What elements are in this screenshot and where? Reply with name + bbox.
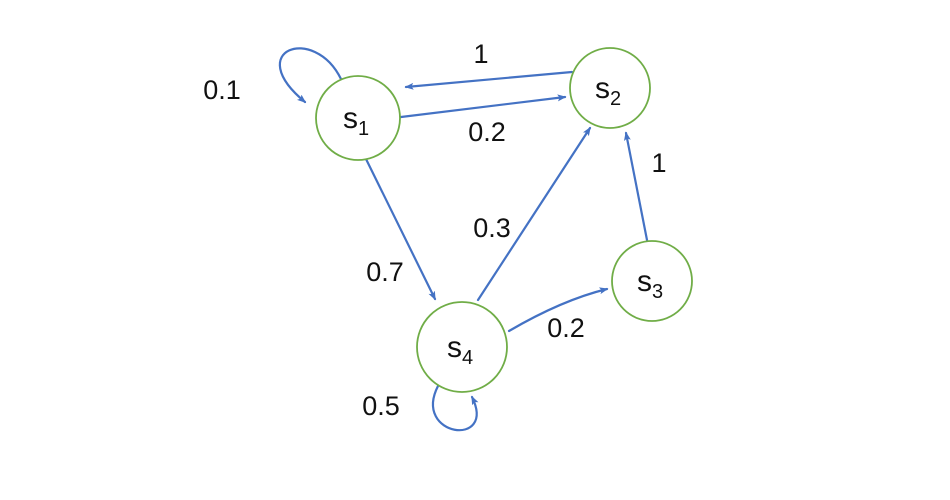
edges-layer [278, 47, 649, 432]
edge-s1-to-s4-label: 0.7 [366, 257, 404, 287]
edge-s4-to-s2-label: 0.3 [473, 213, 511, 243]
edge-s4-to-s3-label: 0.2 [547, 313, 585, 343]
edge-s2-to-s1-label: 1 [473, 39, 488, 69]
state-s2-label: s2 [595, 72, 621, 110]
state-s4-circle [416, 301, 508, 393]
edge-s4-self-loop-arrow [431, 384, 479, 432]
edge-s3-to-s2-label: 1 [651, 148, 666, 178]
edge-s1-to-s2-label: 0.2 [468, 117, 506, 147]
state-s1-label: s1 [343, 102, 369, 140]
edge-s4-to-s2-arrow [476, 126, 592, 302]
edge-s1-to-s4-arrow [364, 157, 437, 301]
state-s4-label-base: s [447, 331, 462, 364]
state-s2-circle [569, 47, 651, 129]
state-s4-label: s4 [447, 331, 473, 369]
state-s3-circle [611, 240, 693, 322]
nodes-layer [315, 47, 693, 393]
state-s4-label-sub: 4 [462, 347, 473, 369]
edge-s3-to-s2-arrow [623, 131, 649, 242]
state-s3-label-sub: 3 [652, 281, 663, 303]
state-s2-label-base: s [595, 72, 610, 105]
state-s3-label-base: s [637, 265, 652, 298]
edge-s4-to-s3-arrow [507, 287, 609, 333]
edge-s2-to-s1-arrow [404, 70, 574, 90]
state-s3-label: s3 [637, 265, 663, 303]
state-s1-label-base: s [343, 102, 358, 135]
edge-labels-layer: 0.1 1 0.2 0.7 0.3 0.2 1 0.5 [203, 39, 666, 421]
state-s2-label-sub: 2 [610, 88, 621, 110]
state-s1-circle [315, 75, 401, 161]
node-labels-layer: s1 s2 s3 s4 [343, 72, 663, 369]
edge-s1-self-loop-arrow [278, 47, 343, 104]
edge-s1-to-s2-arrow [399, 94, 567, 119]
state-s1-label-sub: 1 [358, 118, 369, 140]
edge-s1-self-loop-label: 0.1 [203, 75, 241, 105]
edge-s4-self-loop-label: 0.5 [362, 391, 400, 421]
